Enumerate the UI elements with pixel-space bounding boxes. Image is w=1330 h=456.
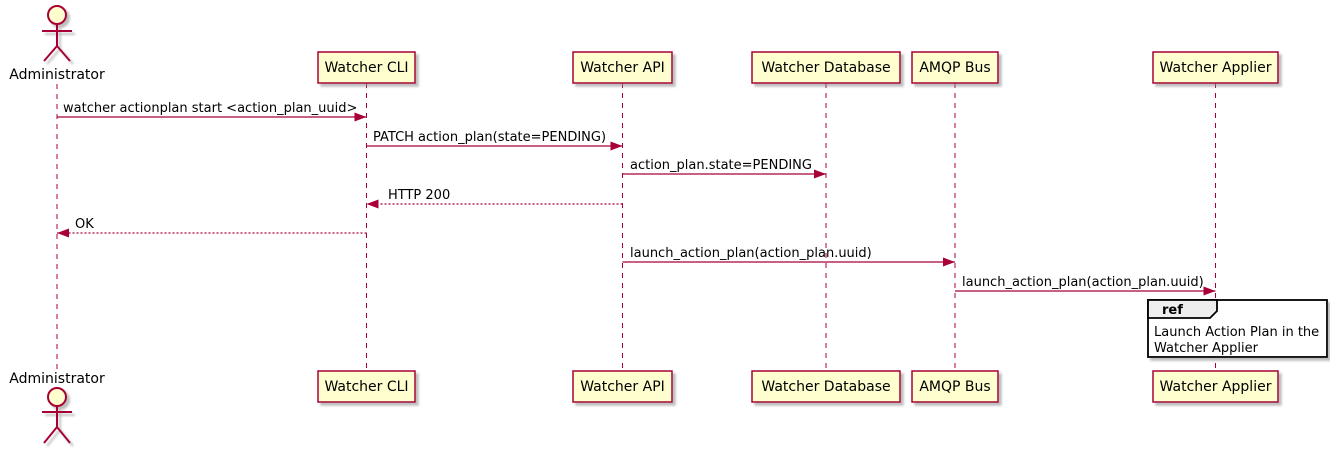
message-5: OK [57, 217, 367, 238]
participant-box [911, 370, 999, 403]
participant-box [1152, 370, 1279, 403]
participant-box [751, 51, 901, 84]
message-4-label: HTTP 200 [388, 188, 450, 203]
actor-administrator-top: Administrator [9, 5, 105, 83]
participant-box [751, 370, 901, 403]
message-7-label: launch_action_plan(action_plan.uuid) [962, 275, 1204, 290]
participant-label: Watcher CLI [324, 379, 408, 395]
participant-label: AMQP Bus [919, 379, 990, 395]
participant-label: AMQP Bus [919, 60, 990, 76]
actor-administrator-bottom: Administrator [9, 371, 105, 444]
actor-figure-icon [42, 387, 72, 444]
participant-box [317, 51, 416, 84]
message-5-label: OK [75, 217, 94, 232]
message-4: HTTP 200 [366, 188, 623, 209]
participant-watcher-cli-top: Watcher CLI [317, 51, 416, 84]
ref-text-line-1: Launch Action Plan in the [1154, 325, 1319, 340]
participant-watcher-applier-bottom: Watcher Applier [1152, 370, 1279, 403]
participant-watcher-api-bottom: Watcher API [572, 370, 673, 403]
participant-watcher-database-top: Watcher Database [751, 51, 901, 84]
participant-amqp-bus-top: AMQP Bus [911, 51, 999, 84]
participant-label: Watcher Database [761, 60, 890, 76]
message-2-label: PATCH action_plan(state=PENDING) [373, 130, 606, 145]
participant-watcher-database-bottom: Watcher Database [751, 370, 901, 403]
ref-text-line-2: Watcher Applier [1154, 341, 1259, 356]
participant-watcher-applier-top: Watcher Applier [1152, 51, 1279, 84]
participant-box [1152, 51, 1279, 84]
ref-fragment: ref Launch Action Plan in the Watcher Ap… [1147, 299, 1328, 358]
message-3-label: action_plan.state=PENDING [630, 158, 812, 173]
participant-label: Watcher API [580, 379, 665, 395]
participant-box [572, 370, 673, 403]
actor-label: Administrator [9, 371, 105, 387]
participant-label: Watcher Database [761, 379, 890, 395]
participant-watcher-api-top: Watcher API [572, 51, 673, 84]
participant-box [911, 51, 999, 84]
message-3: action_plan.state=PENDING [622, 158, 826, 179]
actor-label: Administrator [9, 67, 105, 83]
message-6-label: launch_action_plan(action_plan.uuid) [630, 246, 872, 261]
message-7: launch_action_plan(action_plan.uuid) [955, 275, 1216, 296]
message-2: PATCH action_plan(state=PENDING) [366, 130, 623, 151]
participant-watcher-cli-bottom: Watcher CLI [317, 370, 416, 403]
participant-box [317, 370, 416, 403]
participant-label: Watcher API [580, 60, 665, 76]
participant-box [572, 51, 673, 84]
participant-label: Watcher Applier [1160, 60, 1272, 76]
participant-amqp-bus-bottom: AMQP Bus [911, 370, 999, 403]
message-1: watcher actionplan start <action_plan_uu… [57, 101, 367, 122]
message-1-label: watcher actionplan start <action_plan_uu… [63, 101, 357, 116]
message-6: launch_action_plan(action_plan.uuid) [622, 246, 955, 267]
ref-keyword-pentagon [1147, 299, 1218, 319]
ref-keyword: ref [1162, 303, 1183, 318]
participant-label: Watcher CLI [324, 60, 408, 76]
actor-figure-icon [42, 5, 72, 62]
participant-label: Watcher Applier [1160, 379, 1272, 395]
